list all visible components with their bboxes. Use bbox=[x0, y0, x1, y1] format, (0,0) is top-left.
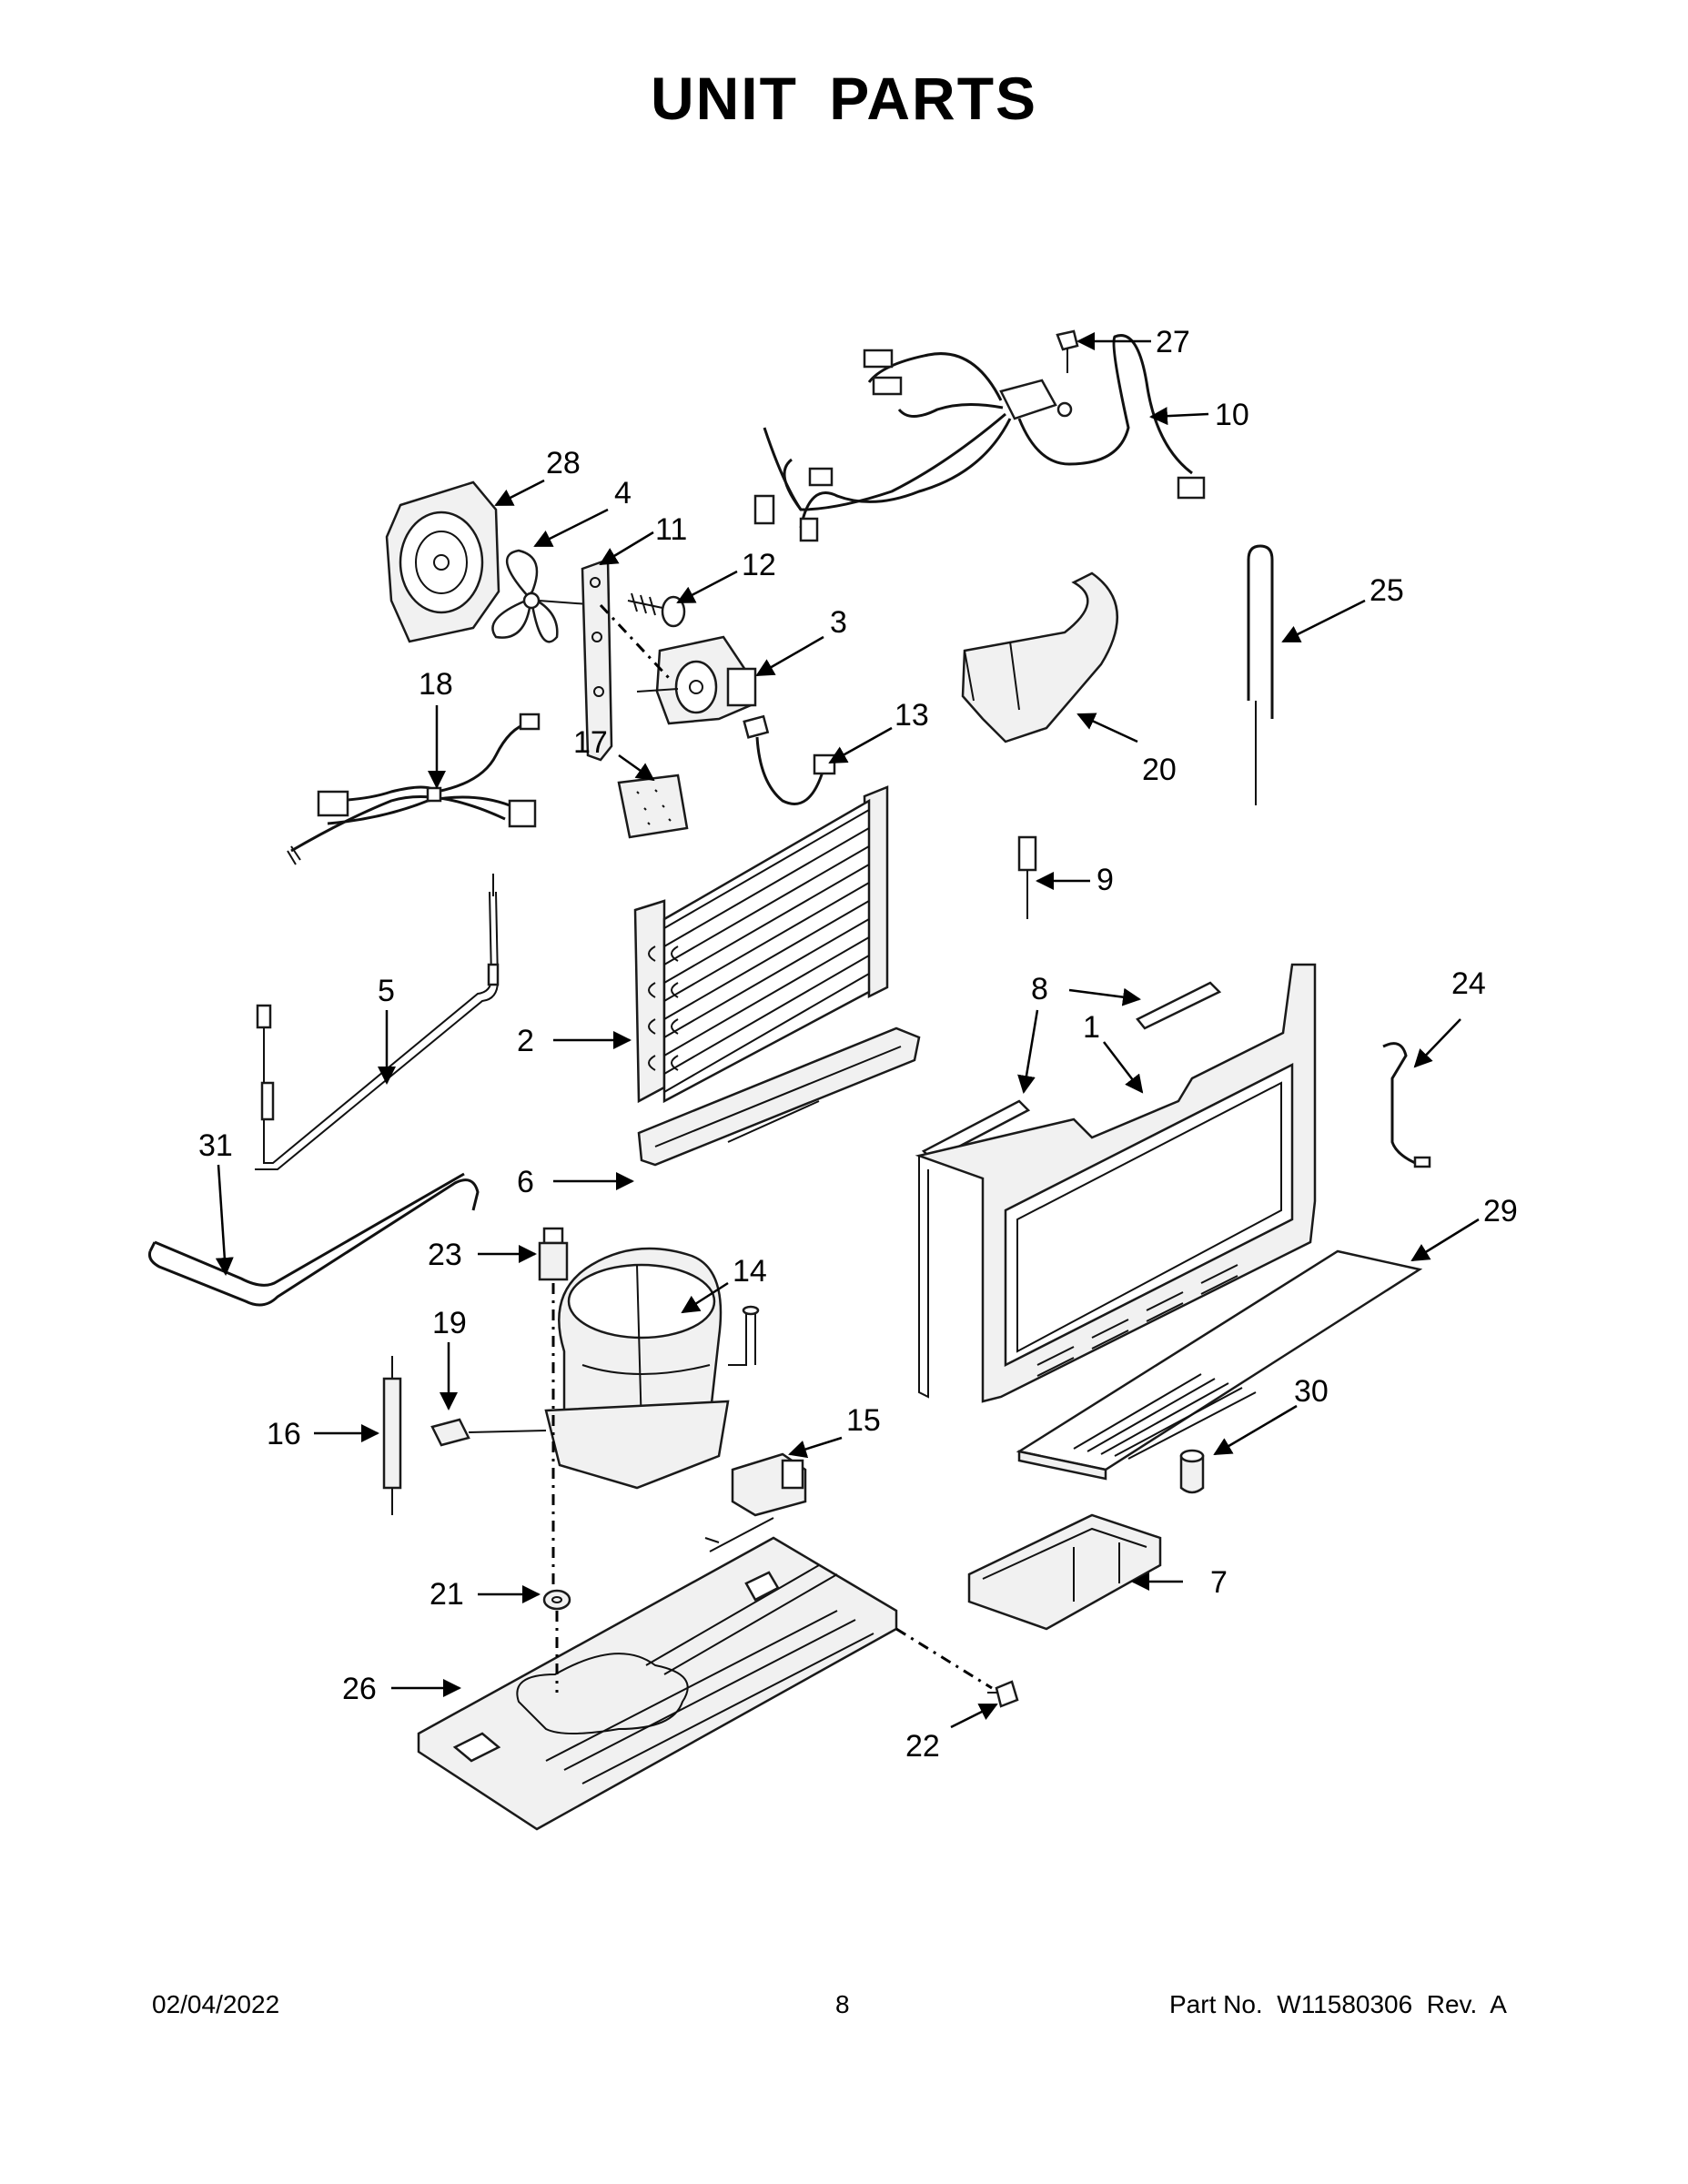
leader-8-left bbox=[1017, 1009, 1039, 1094]
rear-panel-part bbox=[1016, 1249, 1423, 1481]
callout-9: 9 bbox=[1097, 863, 1114, 897]
callout-21: 21 bbox=[430, 1577, 464, 1612]
grommet-part bbox=[542, 1589, 571, 1611]
leader-31 bbox=[215, 1164, 234, 1276]
callout-13: 13 bbox=[895, 698, 929, 733]
leader-30 bbox=[1213, 1404, 1298, 1456]
callout-23: 23 bbox=[428, 1238, 462, 1272]
screw-bottom-part bbox=[987, 1680, 1019, 1708]
evaporator-part bbox=[633, 785, 889, 1104]
leader-14 bbox=[681, 1281, 729, 1314]
callout-1: 1 bbox=[1083, 1010, 1100, 1045]
callout-19: 19 bbox=[432, 1306, 467, 1340]
callout-26: 26 bbox=[342, 1672, 377, 1706]
base-plate-part bbox=[417, 1517, 898, 1831]
start-relay-part bbox=[731, 1452, 807, 1517]
motor-harness-part bbox=[743, 714, 836, 805]
callout-6: 6 bbox=[517, 1165, 534, 1199]
heater-rod-part bbox=[1247, 544, 1274, 805]
footer-page-number: 8 bbox=[835, 1990, 850, 2018]
callout-17: 17 bbox=[573, 725, 608, 760]
leader-3 bbox=[755, 635, 824, 677]
leader-12 bbox=[676, 570, 738, 604]
callout-30: 30 bbox=[1294, 1374, 1329, 1409]
leader-24 bbox=[1413, 1018, 1461, 1068]
defrost-heater-part bbox=[255, 874, 500, 1170]
evaporator-cover-part bbox=[915, 963, 1317, 1403]
fan-motor-part bbox=[636, 635, 757, 725]
callout-15: 15 bbox=[846, 1403, 881, 1438]
page-title: UNIT PARTS bbox=[650, 65, 1038, 132]
leader-28 bbox=[494, 479, 545, 507]
callout-3: 3 bbox=[830, 605, 847, 640]
callout-4: 4 bbox=[614, 476, 632, 511]
callout-18: 18 bbox=[419, 667, 453, 702]
leader-29 bbox=[1410, 1218, 1480, 1262]
leader-4 bbox=[533, 508, 609, 548]
clip-part bbox=[430, 1418, 547, 1447]
callout-11: 11 bbox=[655, 512, 687, 547]
callout-5: 5 bbox=[378, 974, 395, 1008]
callout-25: 25 bbox=[1370, 573, 1404, 608]
filter-drier-part bbox=[382, 1356, 402, 1515]
drain-trough-part bbox=[637, 1026, 921, 1167]
leader-20 bbox=[1076, 713, 1138, 743]
leader-10 bbox=[1149, 407, 1209, 426]
assembly-line-screw bbox=[895, 1627, 993, 1690]
condenser-loop-part bbox=[148, 1172, 480, 1307]
assembly-line-fan bbox=[599, 603, 671, 680]
leader-11 bbox=[599, 531, 654, 566]
callout-22: 22 bbox=[905, 1729, 940, 1764]
insulation-plate-part bbox=[617, 774, 689, 839]
leader-8-upper bbox=[1068, 987, 1141, 1006]
main-wire-harness-part bbox=[753, 334, 1206, 542]
callout-8-upper: 8 bbox=[1031, 972, 1048, 1006]
footer-part-number: Part No. W11580306 Rev. A bbox=[1169, 1990, 1507, 2018]
leader-25 bbox=[1281, 599, 1366, 643]
compressor-part bbox=[544, 1247, 760, 1490]
callout-7: 7 bbox=[1210, 1565, 1228, 1600]
callout-14: 14 bbox=[733, 1254, 767, 1289]
callout-labels: 27 10 28 4 11 12 3 13 17 18 20 25 9 5 2 … bbox=[198, 325, 1518, 1764]
footer-date: 02/04/2022 bbox=[152, 1990, 280, 2018]
valve-part bbox=[538, 1227, 569, 1281]
wire-harness-part bbox=[287, 713, 541, 865]
callout-24: 24 bbox=[1451, 966, 1486, 1001]
leader-1 bbox=[1103, 1041, 1144, 1094]
leader-15 bbox=[788, 1436, 843, 1459]
thermistor-part bbox=[1017, 835, 1037, 919]
leader-13 bbox=[828, 726, 893, 764]
callout-16: 16 bbox=[267, 1417, 301, 1451]
drain-pan-part bbox=[967, 1513, 1162, 1631]
gasket-upper-part bbox=[1136, 981, 1222, 1030]
screw-top-part bbox=[1056, 329, 1079, 373]
callout-27: 27 bbox=[1156, 325, 1190, 359]
screw-part bbox=[627, 592, 686, 628]
air-duct-part bbox=[961, 571, 1118, 743]
callout-10: 10 bbox=[1215, 398, 1249, 432]
callout-31: 31 bbox=[198, 1128, 233, 1163]
leader-lines bbox=[215, 332, 1480, 1729]
callout-12: 12 bbox=[742, 548, 776, 582]
leader-22 bbox=[950, 1703, 998, 1729]
callout-2: 2 bbox=[517, 1024, 534, 1058]
fan-blade-part bbox=[491, 549, 601, 643]
leader-17 bbox=[618, 753, 655, 782]
fan-shroud-part bbox=[385, 480, 500, 643]
callout-29: 29 bbox=[1483, 1194, 1518, 1228]
callout-20: 20 bbox=[1142, 753, 1177, 787]
sensor-wire-part bbox=[1382, 1042, 1431, 1168]
callout-28: 28 bbox=[546, 446, 581, 480]
cap-part bbox=[1179, 1449, 1205, 1494]
